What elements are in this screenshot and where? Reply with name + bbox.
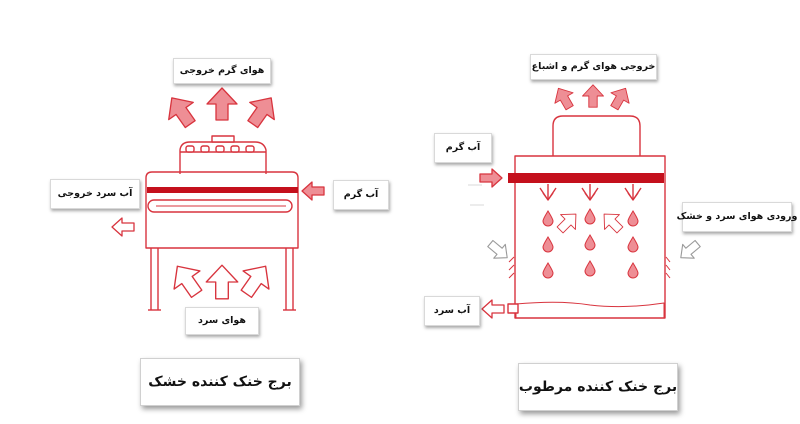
dry-cold-air-in-label: هوای سرد: [185, 307, 259, 335]
wet-tower-nozzle: [539, 183, 557, 201]
dry-tower-hot-water-pipe: [147, 187, 298, 193]
wet-tower-title: برج خنک کننده مرطوب: [518, 363, 678, 411]
wet-hot-air-arrow-center: [582, 84, 604, 108]
wet-cold-dry-air-in-label: ورودی هوای سرد و خشک: [677, 202, 797, 232]
wet-cold-air-in-arrow-right: [674, 236, 704, 266]
wet-cold-water-out-label: آب سرد: [424, 296, 480, 326]
wet-tower-stack: [552, 115, 641, 156]
wet-tower-drops: [542, 208, 639, 279]
wet-tower-nozzle: [624, 183, 642, 201]
wet-tower-outlet-pipe: [507, 303, 519, 314]
wet-hot-water-in-label: آب گرم: [434, 133, 492, 163]
dry-cold-water-out-label: آب سرد خروجی: [50, 179, 140, 209]
dry-tower-title: برج خنک کننده خشک: [140, 358, 300, 406]
wet-hot-water-in-arrow: [479, 168, 503, 188]
dry-tower-drawing: [145, 135, 299, 311]
wet-cold-air-in-arrow-left: [484, 236, 514, 266]
dry-tower-fan-cap: [211, 135, 235, 143]
dry-hot-water-in-label: آب گرم: [333, 180, 389, 210]
wet-tower-drawing: [507, 115, 671, 319]
dry-cold-air-arrow-left: [163, 256, 211, 304]
wet-hot-air-out-label: خروجی هوای گرم و اشباع: [530, 54, 657, 80]
wet-tower-hot-water-pipe: [508, 173, 664, 183]
dry-cold-water-out-arrow: [111, 217, 135, 237]
dry-tower-body: [145, 171, 299, 249]
wet-tower-nozzle: [581, 183, 599, 201]
dry-hot-air-arrow-right: [239, 88, 285, 134]
dry-hot-air-arrow-center: [206, 87, 238, 121]
wet-hot-air-arrow-left: [548, 82, 580, 114]
wet-inside-air-arrow-right: [596, 206, 628, 238]
wet-tower-basin: [515, 301, 665, 319]
wet-inside-air-arrow-left: [552, 206, 584, 238]
wet-hot-air-arrow-right: [604, 82, 636, 114]
wet-cold-water-out-arrow: [481, 299, 505, 319]
dry-tower-coil: [147, 199, 293, 213]
dry-hot-air-out-label: هوای گرم خروجی: [173, 58, 271, 84]
dry-cold-air-arrow-right: [232, 256, 280, 304]
dry-hot-water-in-arrow: [301, 181, 325, 201]
dry-hot-air-arrow-left: [158, 88, 204, 134]
dry-cold-air-arrow-center: [205, 264, 239, 300]
